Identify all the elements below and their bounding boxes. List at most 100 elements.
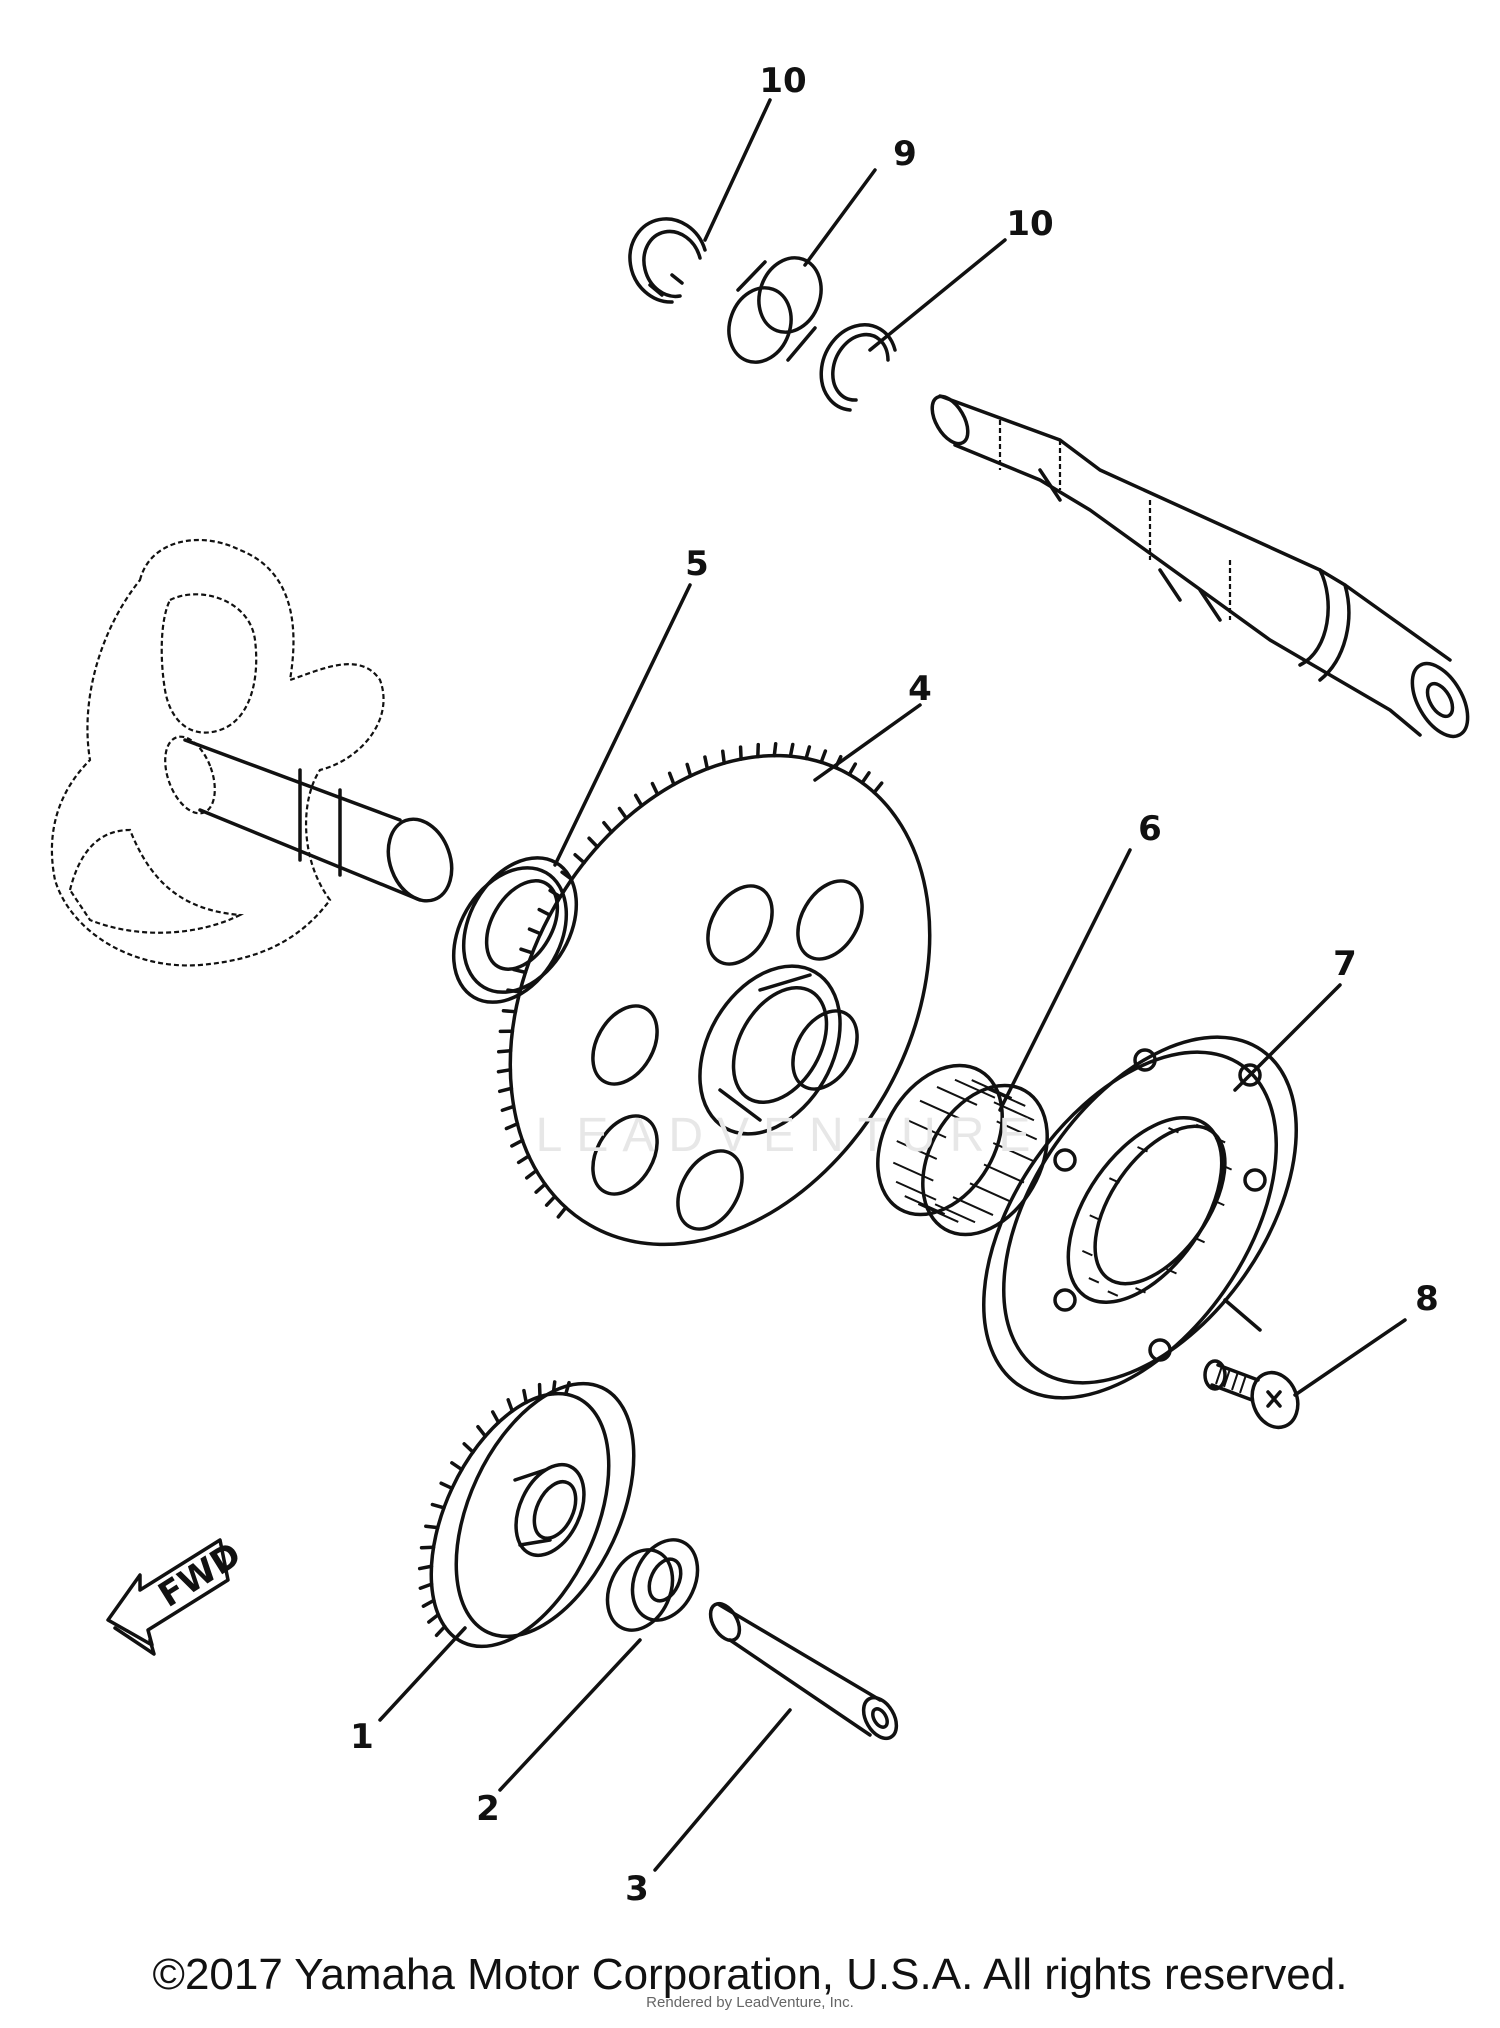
gear-4-tooth <box>847 762 858 777</box>
gear-1-tooth <box>418 1582 434 1590</box>
gear-4-tooth <box>496 1048 513 1054</box>
starter-wheel-gear-4 <box>496 741 932 1247</box>
collar-2 <box>605 1538 700 1632</box>
gear-4-tooth <box>497 1086 514 1094</box>
gear-4-tooth <box>738 745 743 761</box>
gear-1-tooth <box>427 1612 441 1624</box>
callout-4: 4 <box>908 669 932 709</box>
gear-1-tooth <box>551 1380 557 1396</box>
gear-4-tooth <box>685 762 693 778</box>
needle-roller <box>983 1163 1025 1184</box>
gear-1-tooth <box>450 1461 464 1472</box>
needle-roller <box>954 1078 996 1099</box>
gear-4-tooth <box>537 907 552 917</box>
gear-4-tooth <box>573 853 586 865</box>
gear-4-tooth <box>544 1194 557 1207</box>
bolt-8 <box>1203 1298 1300 1430</box>
gear-4-tooth <box>587 836 600 849</box>
gear-4-tooth <box>516 1154 531 1165</box>
needle-roller <box>936 1085 978 1106</box>
gear-4-tooth <box>501 1009 518 1014</box>
gear-4-tooth <box>548 888 563 899</box>
clutch-roller <box>1089 1214 1101 1221</box>
clutch-roller <box>1221 1164 1233 1171</box>
needle-roller <box>992 1142 1034 1162</box>
gear-4-tooth <box>703 755 710 771</box>
gear-4-tooth <box>819 749 828 765</box>
gear-4-tooth <box>506 988 522 994</box>
starter-shaft <box>930 394 1470 739</box>
callout-5: 5 <box>685 544 709 584</box>
needle-roller <box>895 1180 937 1201</box>
gear-1-tooth <box>563 1380 571 1396</box>
idle-gear-1 <box>417 1380 636 1649</box>
needle-roller <box>904 1195 946 1215</box>
gear-1-tooth <box>506 1398 515 1413</box>
callout-10-upper: 10 <box>759 61 806 101</box>
callout-3: 3 <box>625 1869 649 1909</box>
gear-4-tooth <box>667 771 676 787</box>
callout-9: 9 <box>893 134 917 174</box>
gear-1-tooth <box>522 1388 528 1405</box>
gear-4-tooth <box>560 870 574 882</box>
gear-1-tooth <box>476 1425 488 1438</box>
gear-1-tooth <box>462 1442 475 1454</box>
gear-4-tooth <box>650 781 660 797</box>
gear-4-tooth <box>804 745 812 761</box>
callout-10-lower: 10 <box>1006 204 1053 244</box>
gear-4-tooth <box>527 927 543 936</box>
gear-4-tooth <box>496 1068 513 1074</box>
clutch-roller <box>1107 1290 1119 1297</box>
gear-1-tooth <box>424 1524 440 1530</box>
gear-4-tooth <box>788 742 795 759</box>
leader-lines <box>378 98 1407 1872</box>
fwd-label: FWD <box>152 1535 249 1616</box>
gear-4-tooth <box>512 967 528 975</box>
needle-roller <box>917 1202 959 1223</box>
clutch-roller <box>1135 1287 1146 1294</box>
copyright-notice: ©2017 Yamaha Motor Corporation, U.S.A. A… <box>152 1950 1348 1999</box>
gear-4-tooth <box>504 1122 520 1131</box>
rendered-by-notice: Rendered by LeadVenture, Inc. <box>646 1994 854 2011</box>
gear-4-tooth <box>872 781 884 795</box>
needle-roller <box>896 1140 938 1160</box>
gear-4-tooth <box>534 1182 547 1194</box>
callout-6: 6 <box>1138 809 1162 849</box>
needle-roller <box>971 1079 1013 1100</box>
needle-roller <box>892 1161 934 1182</box>
callout-1: 1 <box>350 1717 374 1757</box>
gear-4-tooth <box>524 1168 539 1180</box>
gear-1-tooth <box>439 1481 454 1491</box>
clutch-roller <box>1168 1127 1179 1134</box>
callout-8: 8 <box>1415 1279 1439 1319</box>
gear-4-tooth <box>602 821 614 834</box>
gear-4-tooth <box>500 1104 516 1113</box>
needle-roller <box>934 1203 976 1224</box>
gear-4-tooth <box>633 793 644 808</box>
clutch-roller <box>1137 1146 1148 1153</box>
clutch-roller <box>1194 1236 1206 1244</box>
kick-crank-housing <box>50 538 454 967</box>
gear-1-tooth <box>430 1502 446 1510</box>
gear-1-tooth <box>417 1564 434 1571</box>
clutch-roller <box>1213 1199 1225 1207</box>
clutch-roller <box>1195 1123 1207 1131</box>
callout-labels: 10 9 10 5 4 6 7 8 1 2 3 <box>350 61 1439 1909</box>
watermark: LEADVENTURE <box>535 1109 1045 1162</box>
gear-1-tooth <box>421 1598 436 1608</box>
gear-4-tooth <box>617 806 629 821</box>
circlip-10-upper <box>628 217 707 304</box>
needle-roller <box>969 1182 1011 1203</box>
clutch-roller <box>1166 1268 1177 1275</box>
one-way-clutch-7 <box>982 1035 1298 1400</box>
clutch-roller <box>1108 1177 1120 1184</box>
gear-4-tooth <box>860 771 871 785</box>
fwd-arrow-icon: FWD <box>106 1535 249 1656</box>
gear-4-tooth <box>772 741 778 758</box>
clutch-roller <box>1214 1137 1226 1144</box>
clutch-roller <box>1081 1249 1093 1257</box>
needle-roller <box>919 1099 961 1120</box>
callout-7: 7 <box>1333 944 1357 984</box>
collar-9 <box>727 256 823 364</box>
